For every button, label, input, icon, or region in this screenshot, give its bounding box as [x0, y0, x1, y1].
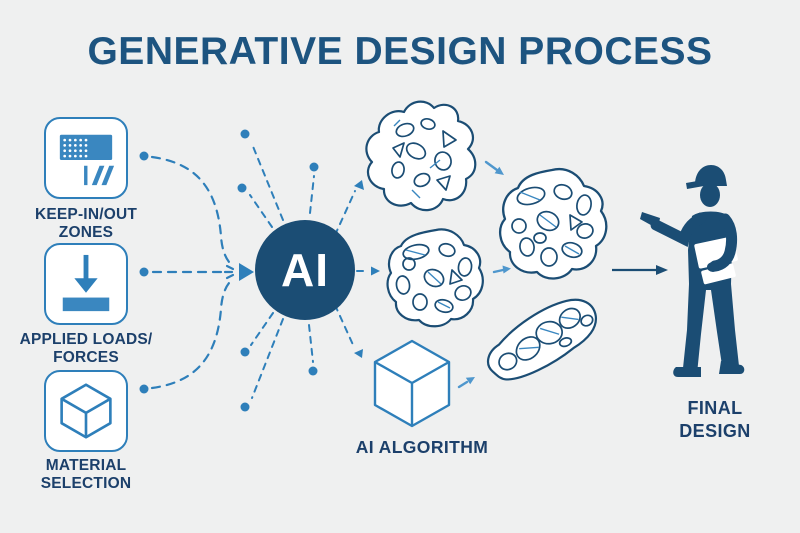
- input-connectors: [150, 155, 235, 390]
- hand: [707, 262, 719, 272]
- hat-brim: [686, 180, 704, 189]
- generative-shape-3: [499, 167, 608, 280]
- page-title: GENERATIVE DESIGN PROCESS: [87, 30, 713, 73]
- paper: [701, 263, 736, 285]
- pointing-hand: [640, 212, 660, 229]
- generative-shape-1: [365, 100, 477, 212]
- holding-arm: [709, 213, 738, 272]
- head: [700, 183, 720, 207]
- generative-shape-4: [486, 298, 597, 381]
- final-design-arrow: [612, 265, 668, 275]
- generative-shape-2: [386, 228, 484, 328]
- connector-dots: [139, 151, 149, 394]
- ai-algorithm-label: AI ALGORITHM: [355, 437, 489, 457]
- converge-arrowhead: [239, 263, 254, 281]
- pointing-arm: [650, 212, 707, 247]
- foot-right: [719, 361, 745, 374]
- foot-left: [673, 367, 701, 377]
- material-cube-icon: [60, 383, 112, 439]
- input-card-applied-loads: [44, 243, 128, 325]
- input-card-keep-in-out-zones: [44, 117, 128, 199]
- input-label-keep-in-out-zones: KEEP-IN/OUT ZONES: [34, 206, 138, 242]
- ai-radiating-spokes: [249, 143, 370, 399]
- input-label-applied-loads: APPLIED LOADS/ FORCES: [19, 331, 153, 367]
- ai-node-label: AI: [281, 244, 329, 296]
- input-card-material-selection: [44, 370, 128, 452]
- iteration-arrows: [457, 160, 511, 389]
- cube-wireframe-icon: [373, 339, 451, 428]
- ai-spoke-dots: [237, 129, 319, 412]
- ai-spoke-arrowheads: [354, 180, 380, 358]
- ai-node: AI: [255, 220, 355, 320]
- final-design-label: FINAL DESIGN: [679, 398, 751, 441]
- input-label-material-selection: MATERIAL SELECTION: [40, 457, 132, 493]
- engineer-silhouette: [640, 165, 745, 377]
- applied-loads-icon: [62, 254, 110, 312]
- keep-in-out-zones-icon: [59, 134, 115, 186]
